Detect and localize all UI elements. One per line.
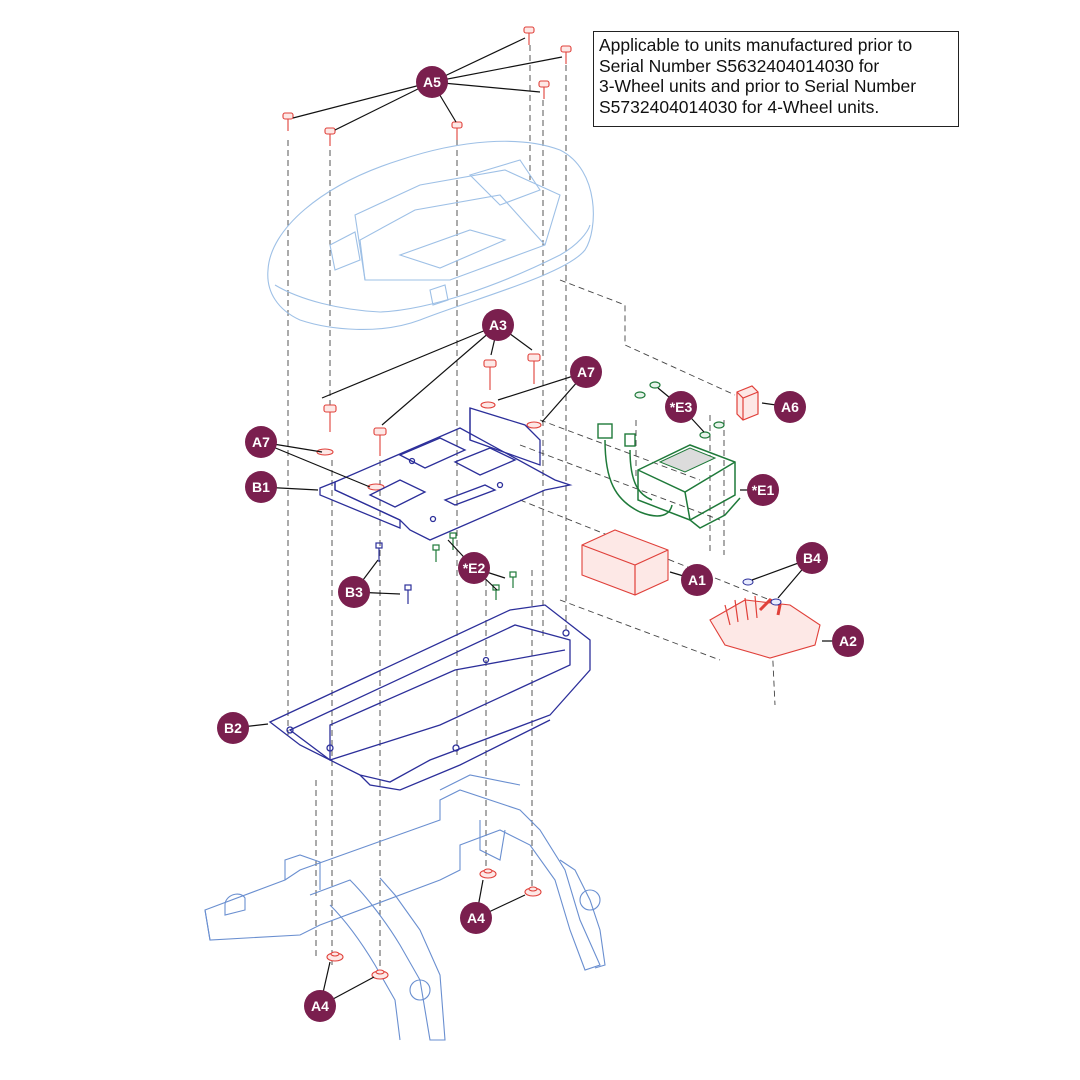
e3-hardware — [634, 381, 725, 439]
charger-module — [597, 423, 741, 529]
callout-a5: A5 — [416, 66, 448, 98]
svg-text:A6: A6 — [781, 399, 799, 415]
svg-text:*E3: *E3 — [670, 399, 693, 415]
svg-text:B3: B3 — [345, 584, 363, 600]
e2-screws — [432, 532, 517, 600]
a4-nuts — [326, 868, 542, 980]
note-line: Serial Number S5632404014030 for — [599, 55, 880, 76]
battery-pack — [581, 529, 669, 596]
base-tray — [268, 604, 591, 791]
callout-e3: *E3 — [665, 391, 697, 423]
callout-a2: A2 — [832, 625, 864, 657]
note-line: Applicable to units manufactured prior t… — [599, 35, 913, 55]
callout-b1: B1 — [245, 471, 277, 503]
applicability-note: Applicable to units manufactured prior t… — [593, 31, 959, 127]
b3-screws — [375, 542, 412, 604]
svg-text:A7: A7 — [252, 434, 270, 450]
svg-text:B1: B1 — [252, 479, 270, 495]
seat-frame — [204, 774, 606, 1041]
callout-a1: A1 — [681, 564, 713, 596]
svg-text:A1: A1 — [688, 572, 706, 588]
top-shroud — [267, 140, 594, 330]
note-line: 3-Wheel units and prior to Serial Number — [599, 76, 917, 96]
svg-text:A3: A3 — [489, 317, 507, 333]
callout-a7-right: A7 — [570, 356, 602, 388]
svg-text:*E1: *E1 — [752, 482, 775, 498]
svg-text:A2: A2 — [839, 633, 857, 649]
callout-b2: B2 — [217, 712, 249, 744]
svg-text:A7: A7 — [577, 364, 595, 380]
svg-text:B4: B4 — [803, 550, 821, 566]
callout-b4: B4 — [796, 542, 828, 574]
callout-b3: B3 — [338, 576, 370, 608]
note-line: S5732404014030 for 4-Wheel units. — [599, 96, 880, 117]
callout-a4-right: A4 — [460, 902, 492, 934]
svg-text:A5: A5 — [423, 74, 441, 90]
svg-text:*E2: *E2 — [463, 560, 486, 576]
mounting-plate — [319, 407, 573, 541]
alignment-lines — [287, 45, 776, 975]
a5-screws — [282, 26, 572, 146]
callout-a3: A3 — [482, 309, 514, 341]
callout-a6: A6 — [774, 391, 806, 423]
callouts: A5 A3 A7 A6 *E3 A7 B1 *E1 B4 *E2 A1 — [217, 66, 864, 1022]
callout-a4-left: A4 — [304, 990, 336, 1022]
callout-a7-left: A7 — [245, 426, 277, 458]
battery-tray — [709, 578, 821, 659]
callout-e2: *E2 — [458, 552, 490, 584]
svg-text:A4: A4 — [467, 910, 485, 926]
callout-e1: *E1 — [747, 474, 779, 506]
a3-bolts — [316, 353, 542, 491]
a6-clip — [736, 385, 759, 421]
svg-text:A4: A4 — [311, 998, 329, 1014]
svg-text:B2: B2 — [224, 720, 242, 736]
